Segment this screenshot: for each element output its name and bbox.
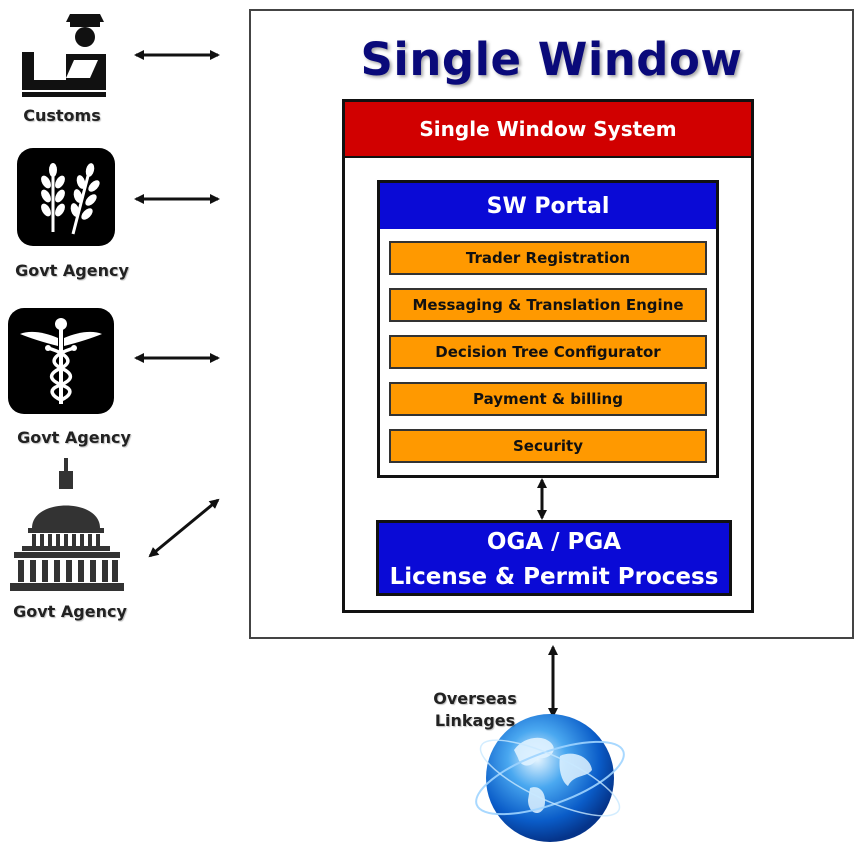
module-payment-billing: Payment & billing bbox=[389, 382, 707, 416]
single-window-title: Single Window bbox=[360, 33, 743, 86]
agency-3-arrow bbox=[148, 498, 220, 558]
sw-portal-box bbox=[377, 180, 719, 478]
caduceus-icon-tile bbox=[8, 308, 114, 414]
module-messaging-translation: Messaging & Translation Engine bbox=[389, 288, 707, 322]
oga-pga-box: OGA / PGA License & Permit Process bbox=[376, 520, 732, 596]
caduceus-icon bbox=[20, 318, 102, 404]
globe-icon bbox=[475, 714, 625, 842]
agency-label-govt-2: Govt Agency bbox=[17, 428, 131, 447]
customs-officer-icon bbox=[14, 8, 114, 103]
agency-label-govt-3: Govt Agency bbox=[13, 602, 127, 621]
wheat-icon bbox=[41, 163, 100, 235]
sw-portal-header: SW Portal bbox=[380, 183, 716, 229]
overseas-label-line1: Overseas bbox=[433, 689, 517, 708]
module-decision-tree: Decision Tree Configurator bbox=[389, 335, 707, 369]
overseas-linkages-label: Overseas Linkages bbox=[420, 688, 530, 732]
wheat-icon-tile bbox=[17, 148, 115, 246]
oga-pga-title: OGA / PGA bbox=[486, 529, 622, 555]
agency-label-customs: Customs bbox=[23, 106, 101, 125]
module-trader-registration: Trader Registration bbox=[389, 241, 707, 275]
module-security: Security bbox=[389, 429, 707, 463]
single-window-system-header: Single Window System bbox=[345, 102, 751, 158]
overseas-label-line2: Linkages bbox=[434, 711, 516, 730]
agency-label-govt-1: Govt Agency bbox=[15, 261, 129, 280]
license-permit-label: License & Permit Process bbox=[389, 564, 719, 590]
capitol-building-icon bbox=[10, 458, 124, 591]
